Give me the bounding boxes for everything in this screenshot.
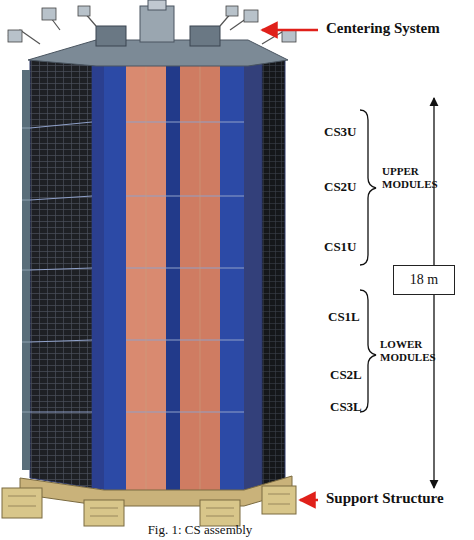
pointer-arrow (262, 29, 318, 32)
brace (360, 290, 376, 412)
figure-caption: Fig. 1: CS assembly (148, 522, 253, 538)
group-label: LOWER MODULES (380, 338, 440, 363)
brace (360, 110, 376, 265)
dimension-value: 18 m (410, 272, 438, 288)
part-label: Support Structure (326, 490, 444, 507)
module-label: CS1U (324, 240, 357, 255)
dimension-box: 18 m (393, 265, 455, 295)
centering-system (8, 0, 296, 66)
module-label: CS1L (328, 310, 360, 325)
group-label: UPPER MODULES (382, 165, 442, 190)
part-label: Centering System (326, 20, 440, 37)
pointer-arrow (300, 499, 318, 502)
column (22, 48, 285, 492)
module-label: CS2L (330, 368, 362, 383)
module-label: CS2U (324, 180, 357, 195)
support-structure (2, 476, 296, 526)
module-label: CS3L (330, 400, 362, 415)
module-label: CS3U (324, 125, 357, 140)
